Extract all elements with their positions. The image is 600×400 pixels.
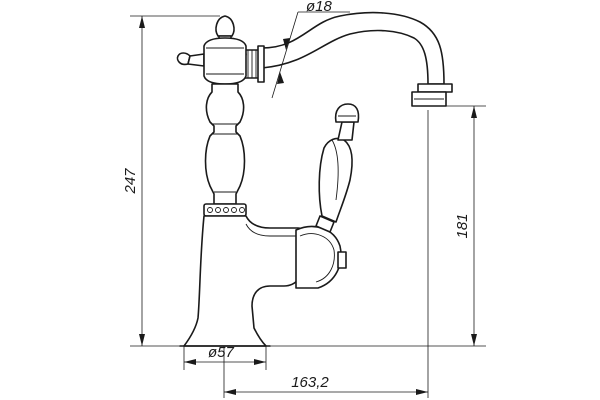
column: [204, 83, 246, 205]
dimension-total-height: 247: [122, 15, 220, 347]
dimension-lines: 247 181 ø18 ø57: [122, 0, 486, 398]
base-body: [183, 215, 306, 347]
lever-handle: [315, 103, 360, 233]
dimension-spout-height: 181: [270, 105, 486, 347]
spout-height-label: 181: [454, 213, 471, 238]
dimension-spout-reach: 163,2: [223, 110, 429, 398]
spout-reach-label: 163,2: [291, 374, 329, 391]
top-knob: [215, 15, 235, 37]
faucet-outline: [176, 11, 453, 347]
cross-handle: [176, 15, 247, 85]
total-height-label: 247: [122, 168, 139, 195]
dimension-base-diameter: ø57: [183, 344, 267, 370]
dimension-spout-diameter: ø18: [271, 0, 350, 99]
left-knob: [176, 52, 191, 66]
spout-collar: [243, 45, 265, 83]
base-diameter-label: ø57: [208, 344, 235, 361]
spout-nozzle: [417, 83, 453, 93]
spout-diameter-label: ø18: [306, 0, 333, 15]
decorative-band: [203, 203, 247, 217]
handle-hub: [203, 37, 247, 85]
spout: [261, 11, 453, 107]
lever-cartridge: [295, 225, 347, 289]
